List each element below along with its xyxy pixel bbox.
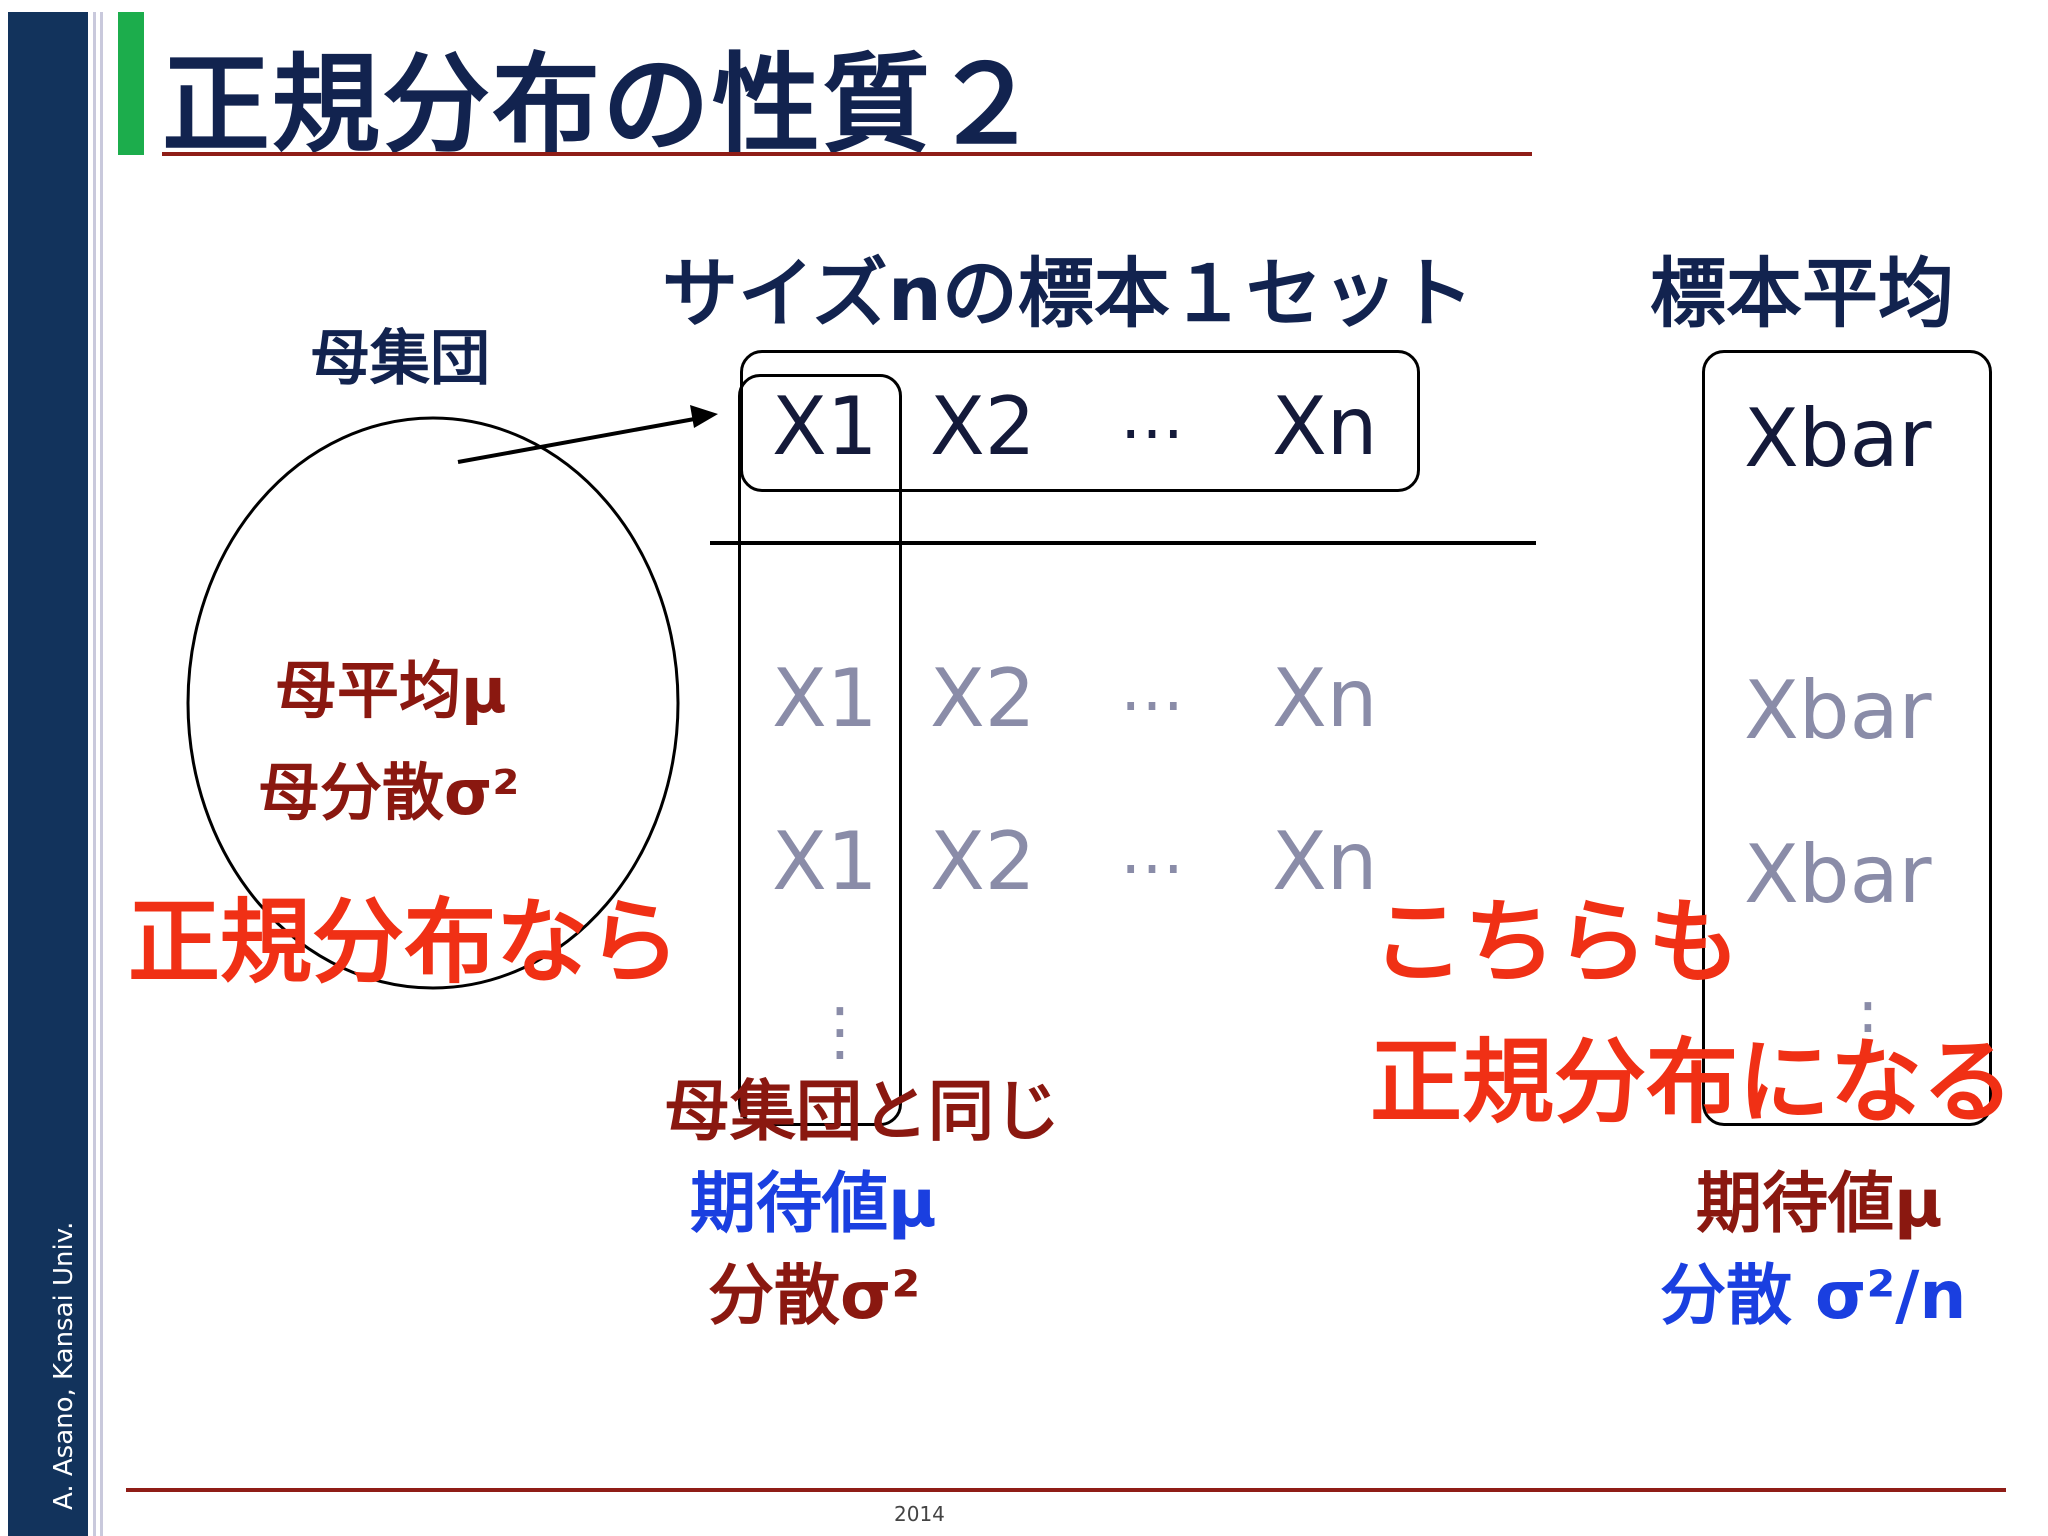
sample-x2: X2: [930, 815, 1036, 908]
sample-mean-xbar: Xbar: [1744, 664, 1932, 757]
sample-ellipsis: …: [1120, 380, 1184, 454]
sample-mean-header: 標本平均: [1650, 249, 1954, 338]
sample-x2: X2: [930, 652, 1036, 745]
vertical-ellipsis: ⋮: [808, 995, 872, 1069]
vertical-ellipsis: ⋮: [1836, 990, 1900, 1064]
population-variance: 母分散σ²: [258, 756, 520, 829]
sidebar-rule: [93, 12, 96, 1536]
also-callout: こちらも: [1372, 889, 1741, 996]
population-ellipse: [186, 416, 680, 990]
population-mean: 母平均μ: [275, 654, 507, 727]
sample-arrow: [457, 416, 701, 464]
if-normal-callout: 正規分布なら: [128, 889, 681, 996]
sample-ellipsis: …: [1120, 652, 1184, 726]
sample-set-header: サイズnの標本１セット: [662, 249, 1474, 338]
sample-x2: X2: [930, 380, 1036, 473]
sample-xn: Xn: [1272, 652, 1378, 745]
same-as-population-note: 母集団と同じ: [664, 1073, 1060, 1150]
sample-mean-xbar: Xbar: [1744, 828, 1932, 921]
page-title: 正規分布の性質２: [162, 43, 1043, 168]
first-sample-box: [740, 350, 1420, 492]
sample-xn: Xn: [1272, 380, 1378, 473]
sample-mean-xbar: Xbar: [1744, 392, 1932, 485]
right-variance: 分散 σ²/n: [1660, 1257, 1967, 1334]
sidebar-rule: [100, 12, 103, 1536]
sample-x1: X1: [772, 380, 878, 473]
left-expectation: 期待値μ: [690, 1165, 937, 1242]
title-underline: [162, 152, 1532, 156]
left-variance: 分散σ²: [708, 1257, 921, 1334]
footer-year: 2014: [894, 1502, 945, 1526]
becomes-normal-callout: 正規分布になる: [1370, 1029, 2015, 1136]
sidebar: [8, 12, 88, 1536]
xbar-column-box: [1702, 350, 1992, 1126]
sample-x1: X1: [772, 652, 878, 745]
right-expectation: 期待値μ: [1696, 1165, 1943, 1242]
population-label: 母集団: [310, 324, 490, 394]
sample-xn: Xn: [1272, 815, 1378, 908]
footer-rule: [126, 1488, 2006, 1492]
sample-ellipsis: …: [1120, 815, 1184, 889]
x1-column-box: [738, 374, 902, 1126]
sample-arrow-head: [690, 405, 718, 428]
sample-x1: X1: [772, 815, 878, 908]
title-accent-bar: [118, 12, 144, 155]
